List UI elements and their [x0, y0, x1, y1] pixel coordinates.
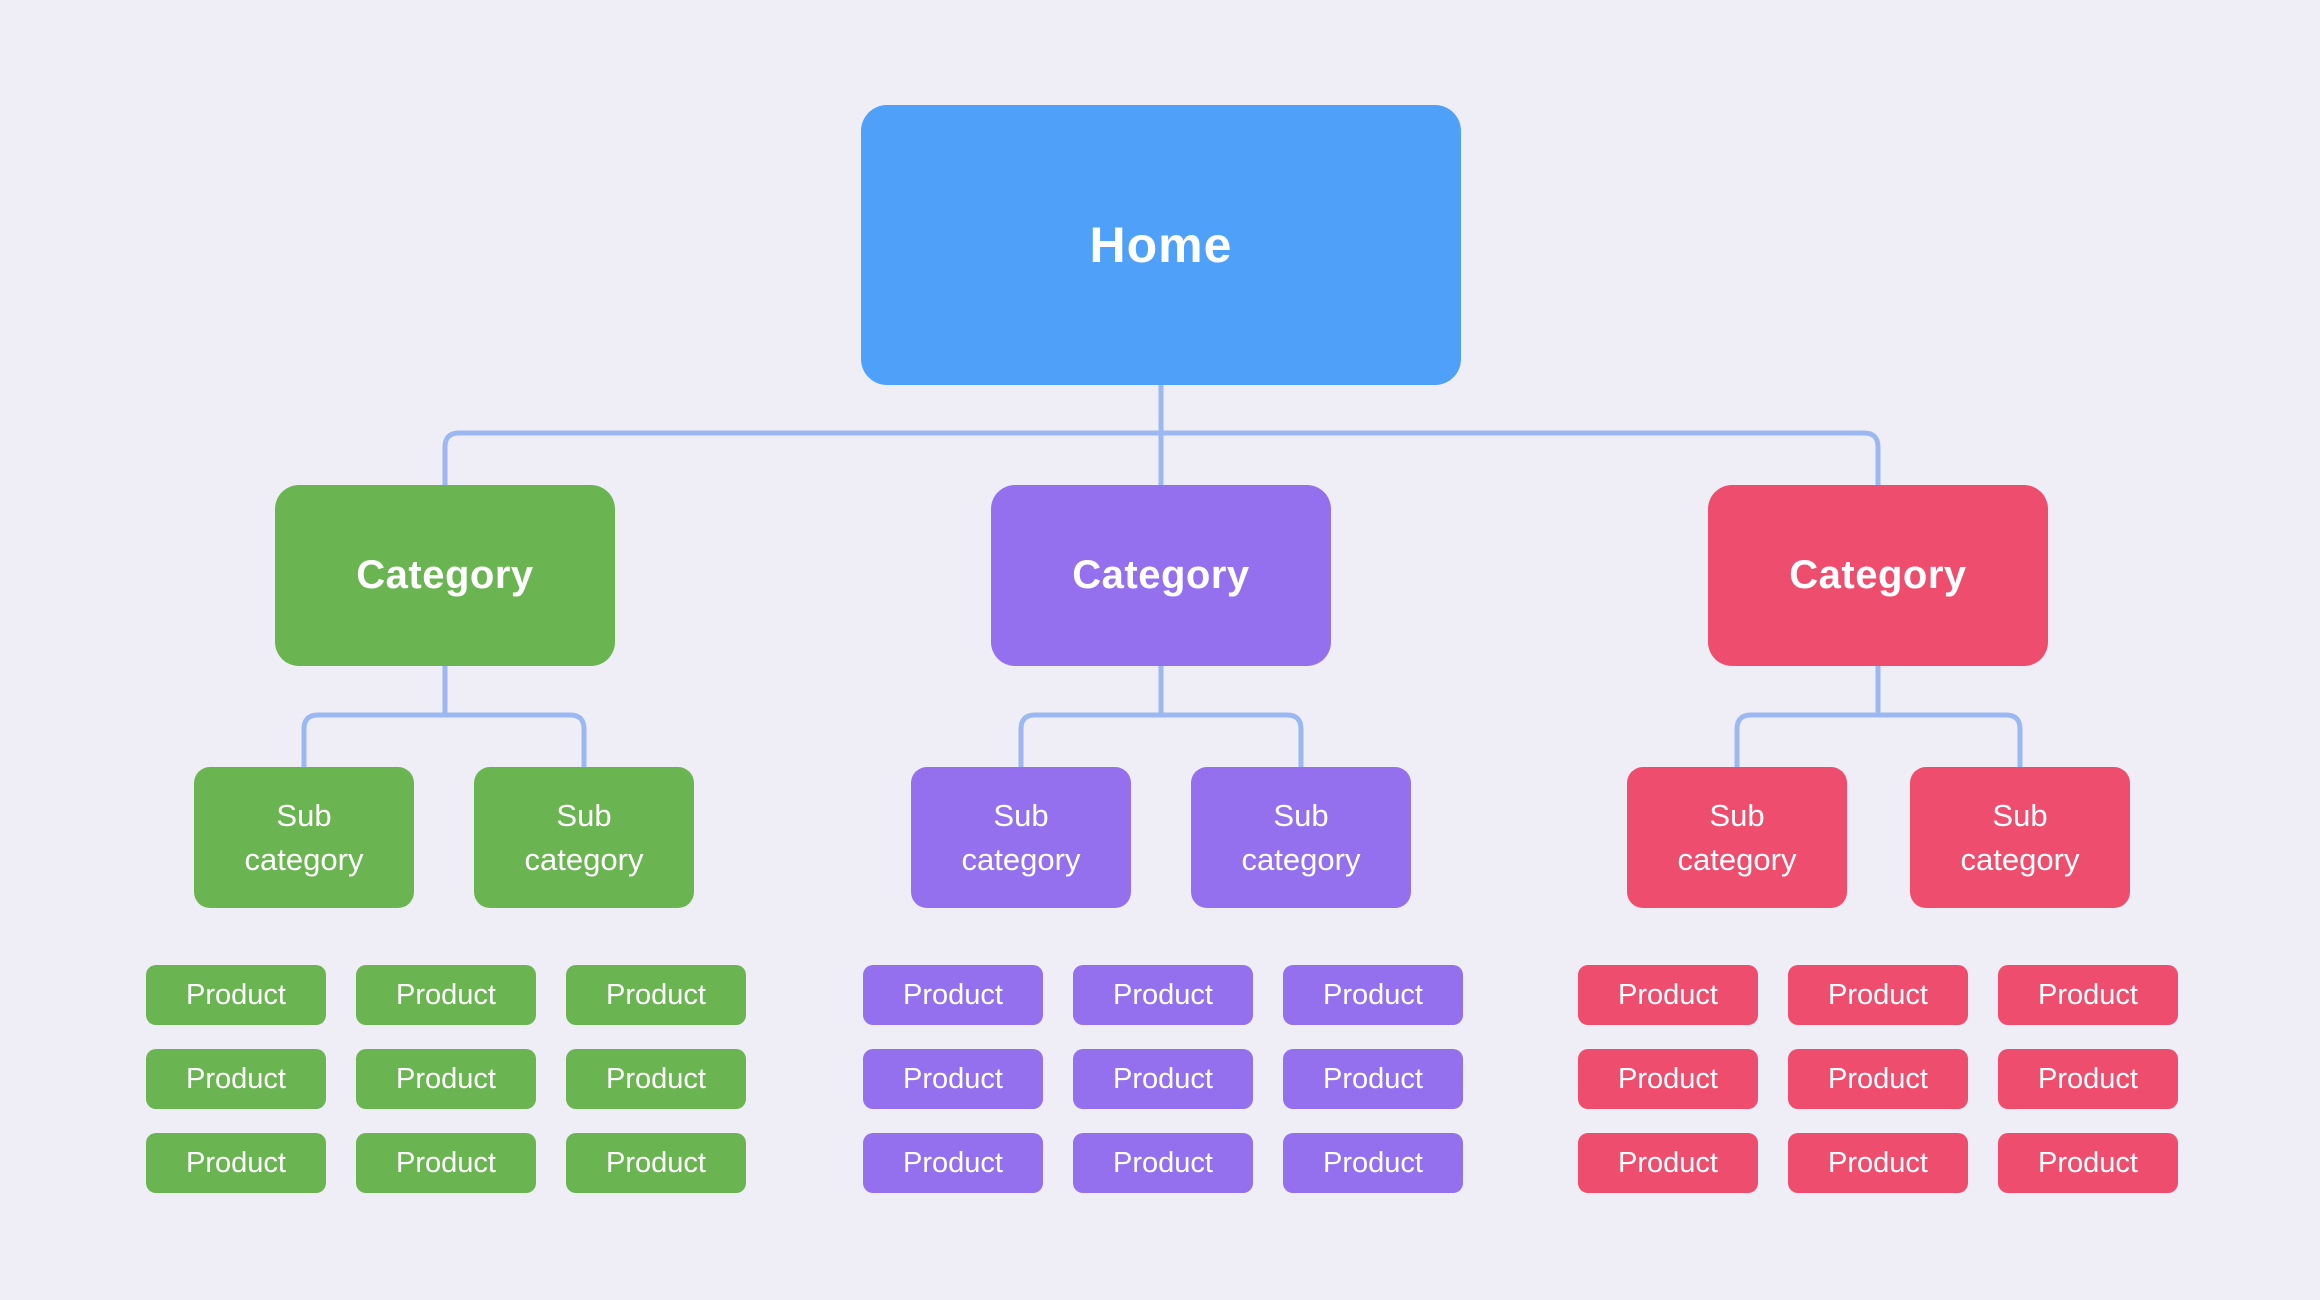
subcategory-node: Sub category [194, 767, 414, 908]
product-node: Product [146, 1133, 326, 1193]
product-node: Product [566, 965, 746, 1025]
product-node: Product [1283, 1049, 1463, 1109]
category-label: Category [356, 553, 534, 597]
subcategory-node: Sub category [1910, 767, 2130, 908]
subcategory-node: Sub category [474, 767, 694, 908]
product-node: Product [1578, 965, 1758, 1025]
category-node-3: Category [1708, 485, 2048, 666]
subcategory-label: Sub category [961, 797, 1081, 877]
connector-category1-bar [301, 712, 587, 767]
product-node: Product [1998, 1133, 2178, 1193]
product-node: Product [566, 1049, 746, 1109]
product-node: Product [863, 965, 1043, 1025]
product-node: Product [1788, 965, 1968, 1025]
product-node: Product [1998, 965, 2178, 1025]
product-node: Product [1073, 965, 1253, 1025]
home-node: Home [861, 105, 1461, 385]
product-node: Product [356, 1049, 536, 1109]
product-node: Product [1998, 1049, 2178, 1109]
connector-category2-bar [1018, 712, 1304, 767]
subcategory-label: Sub category [1677, 797, 1797, 877]
product-grid-1: Product Product Product Product Product … [146, 965, 746, 1193]
product-node: Product [1578, 1133, 1758, 1193]
product-grid-2: Product Product Product Product Product … [863, 965, 1463, 1193]
product-node: Product [1073, 1133, 1253, 1193]
product-node: Product [1578, 1049, 1758, 1109]
product-node: Product [1788, 1133, 1968, 1193]
product-node: Product [146, 965, 326, 1025]
home-label: Home [1089, 217, 1233, 273]
product-node: Product [356, 965, 536, 1025]
product-node: Product [1073, 1049, 1253, 1109]
connector-level1-bar [442, 430, 1881, 485]
subcategory-label: Sub category [1960, 797, 2080, 877]
subcategory-node: Sub category [1627, 767, 1847, 908]
product-node: Product [356, 1133, 536, 1193]
subcategory-label: Sub category [244, 797, 364, 877]
category-label: Category [1072, 553, 1250, 597]
product-node: Product [1283, 965, 1463, 1025]
subcategory-node: Sub category [1191, 767, 1411, 908]
product-grid-3: Product Product Product Product Product … [1578, 965, 2178, 1193]
product-node: Product [1788, 1049, 1968, 1109]
product-node: Product [1283, 1133, 1463, 1193]
subcategory-label: Sub category [1241, 797, 1361, 877]
category-node-2: Category [991, 485, 1331, 666]
product-node: Product [863, 1133, 1043, 1193]
category-label: Category [1789, 553, 1967, 597]
subcategory-label: Sub category [524, 797, 644, 877]
category-node-1: Category [275, 485, 615, 666]
connector-category3-bar [1734, 712, 2023, 767]
subcategory-node: Sub category [911, 767, 1131, 908]
product-node: Product [566, 1133, 746, 1193]
product-node: Product [146, 1049, 326, 1109]
product-node: Product [863, 1049, 1043, 1109]
